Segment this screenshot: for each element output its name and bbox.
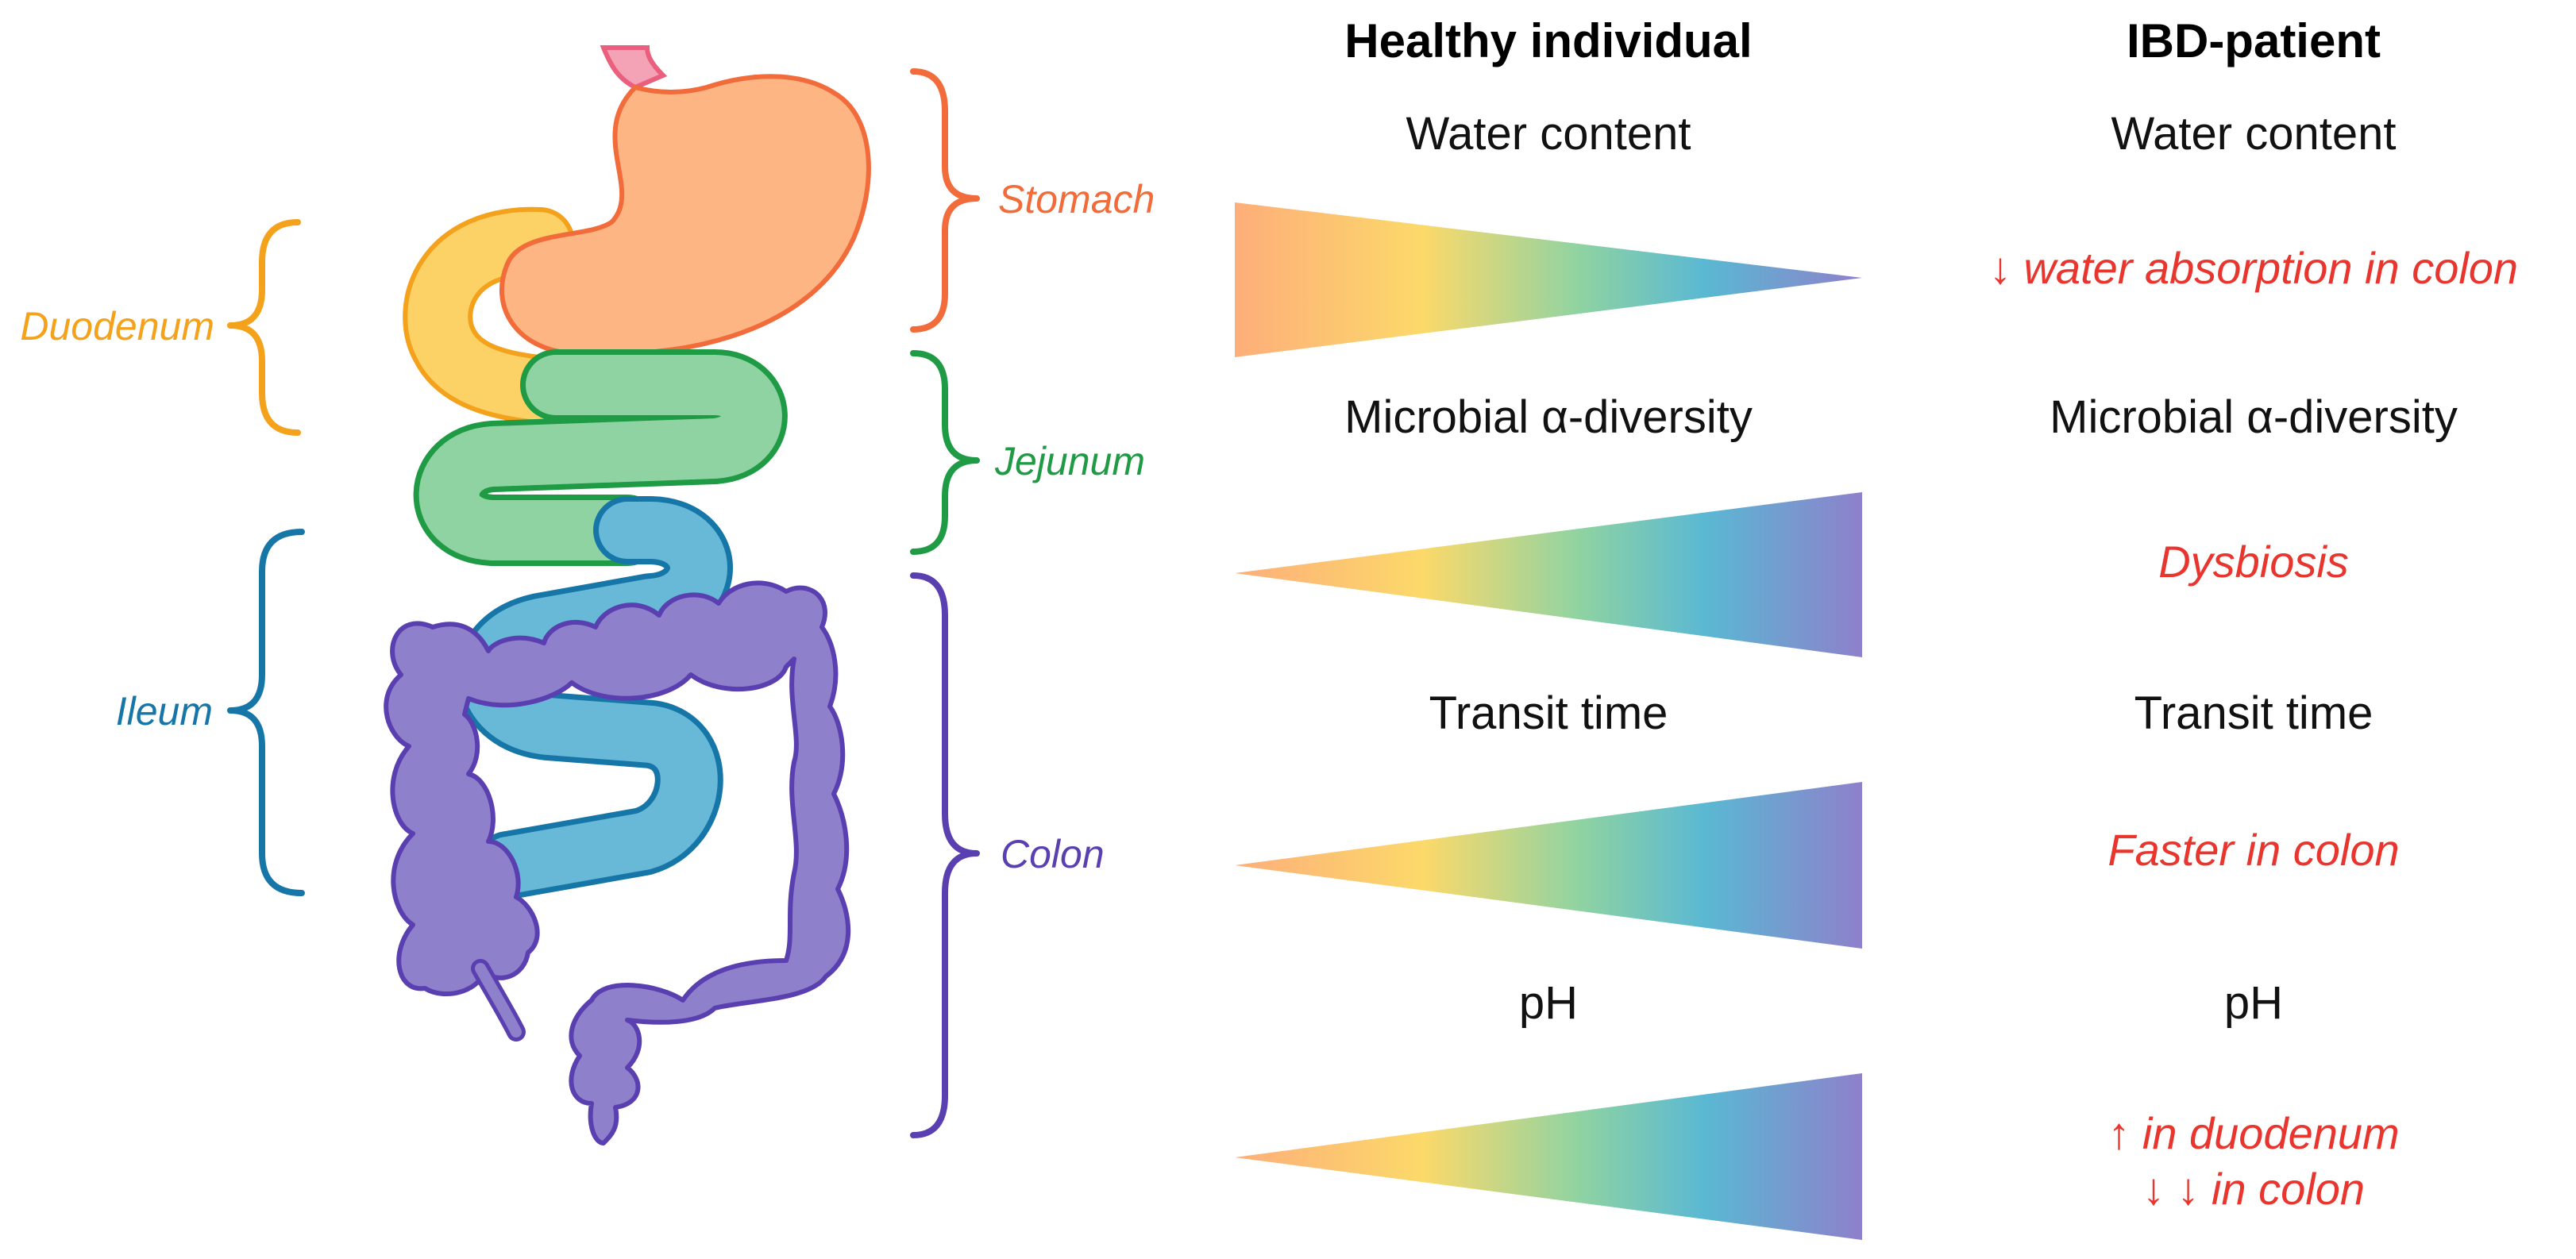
stomach-label: Stomach — [998, 177, 1155, 221]
duodenum-label: Duodenum — [20, 304, 214, 348]
colon-shape — [384, 580, 851, 1145]
esophagus-shape — [600, 45, 668, 90]
ibd-effect-text: Dysbiosis — [2158, 537, 2349, 587]
healthy-parameter-label: Transit time — [1429, 687, 1668, 739]
ibd-parameter-label: Transit time — [2134, 687, 2374, 739]
jejunum-shape — [413, 349, 788, 566]
ibd-parameter-label: pH — [2224, 977, 2283, 1029]
segment-braces — [227, 68, 980, 1138]
ibd-effect-text: ↓ ↓ in colon — [2142, 1164, 2365, 1214]
ph-gradient-wedge — [1235, 1073, 1862, 1240]
healthy-parameter-label: Microbial α-diversity — [1344, 391, 1753, 443]
colon-brace — [910, 572, 980, 1138]
healthy-parameter-label: pH — [1519, 977, 1578, 1029]
anatomy-illustration — [384, 45, 871, 1145]
healthy-parameter-label: Water content — [1406, 108, 1691, 160]
ibd-parameter-label: Water content — [2111, 108, 2397, 160]
stomach-shape — [499, 74, 871, 357]
transit-time-gradient-wedge — [1235, 782, 1862, 949]
jejunum-brace — [910, 350, 980, 555]
water-content-gradient-wedge — [1235, 202, 1862, 357]
ibd-parameter-label: Microbial α-diversity — [2050, 391, 2458, 443]
ibd-effect-text: ↑ in duodenum — [2107, 1108, 2399, 1158]
jejunum-label: Jejunum — [994, 439, 1145, 483]
ileum-label: Ileum — [116, 689, 213, 733]
ibd-effect-text: Faster in colon — [2107, 825, 2399, 875]
duodenum-brace — [227, 219, 301, 436]
healthy-column-header: Healthy individual — [1344, 14, 1752, 67]
ileum-brace — [227, 529, 305, 896]
colon-label: Colon — [1001, 832, 1105, 876]
ibd-column-header: IBD-patient — [2127, 14, 2381, 67]
microbial-diversity-gradient-wedge — [1235, 492, 1862, 657]
stomach-brace — [910, 68, 980, 333]
ibd-effect-text: ↓ water absorption in colon — [1989, 243, 2518, 293]
